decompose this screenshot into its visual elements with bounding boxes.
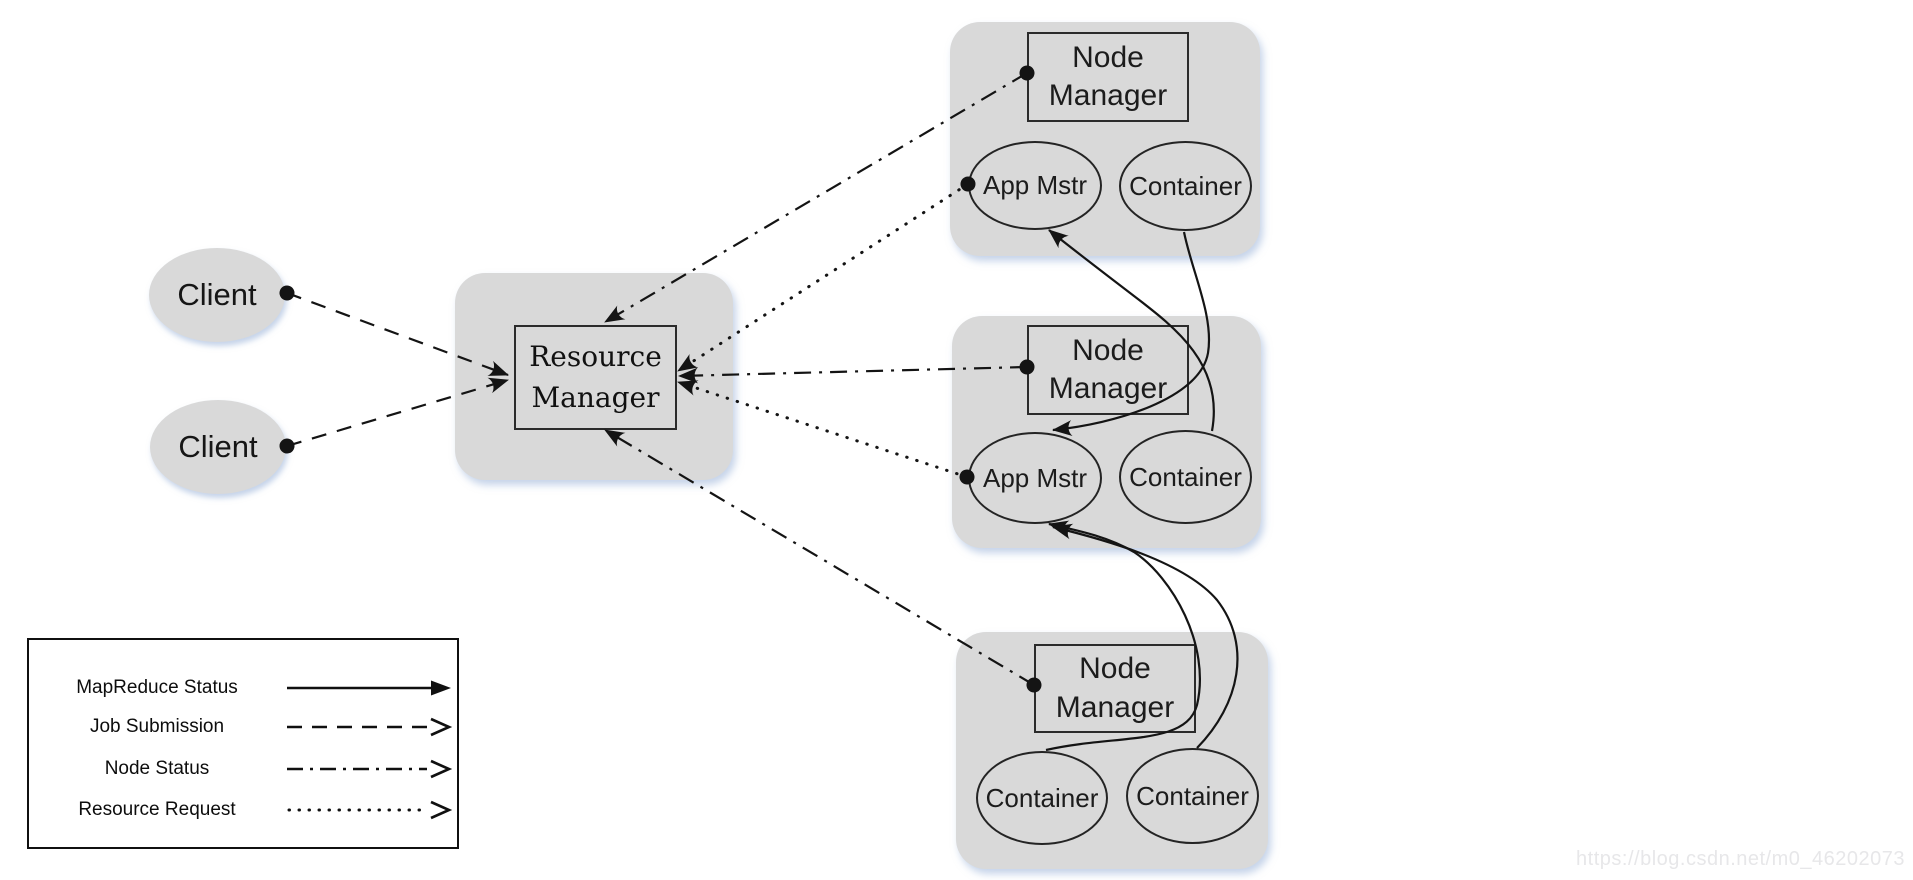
dotted-arrow-line-icon xyxy=(287,800,453,820)
app-mstr-label: App Mstr xyxy=(982,170,1088,200)
legend-label: Node Status xyxy=(104,758,210,779)
node-manager-label: Node Manager xyxy=(1055,652,1175,724)
container-ellipse-3: Container xyxy=(976,751,1108,845)
legend-label: Resource Request xyxy=(78,799,236,820)
container-ellipse-2: Container xyxy=(1119,430,1252,524)
legend-row-resource-request: Resource Request xyxy=(29,797,457,823)
node-manager-box-1: Node Manager xyxy=(1027,32,1189,122)
client-label: Client xyxy=(177,277,257,312)
node-manager-label: Node Manager xyxy=(1048,333,1168,405)
client-ellipse-2: Client xyxy=(150,400,286,494)
resource-manager-label: Resource Manager xyxy=(529,339,662,414)
container-ellipse-4: Container xyxy=(1126,748,1259,844)
legend-row-mapreduce-status: MapReduce Status xyxy=(29,675,457,701)
container-label: Container xyxy=(1129,170,1242,201)
dashed-arrow-line-icon xyxy=(287,717,453,737)
legend: MapReduce Status Job Submission Node Sta… xyxy=(27,638,459,849)
node-manager-box-3: Node Manager xyxy=(1034,644,1196,733)
app-mstr-ellipse-2: App Mstr xyxy=(968,432,1102,524)
legend-label: Job Submission xyxy=(89,716,225,737)
container-label: Container xyxy=(1136,780,1249,811)
legend-row-job-submission: Job Submission xyxy=(29,714,457,740)
container-label: Container xyxy=(985,782,1099,813)
node-manager-box-2: Node Manager xyxy=(1027,325,1189,415)
watermark: https://blog.csdn.net/m0_46202073 xyxy=(1576,848,1905,870)
solid-arrow-line-icon xyxy=(287,680,451,696)
client-label: Client xyxy=(178,429,258,464)
app-mstr-ellipse-1: App Mstr xyxy=(968,141,1102,230)
legend-row-node-status: Node Status xyxy=(29,756,457,782)
dash-dot-arrow-line-icon xyxy=(287,759,453,779)
resource-manager-box: Resource Manager xyxy=(514,325,677,430)
app-mstr-label: App Mstr xyxy=(982,462,1088,493)
container-ellipse-1: Container xyxy=(1119,141,1252,231)
container-label: Container xyxy=(1129,461,1242,492)
client-ellipse-1: Client xyxy=(149,248,285,342)
legend-label: MapReduce Status xyxy=(76,677,238,698)
node-manager-label: Node Manager xyxy=(1048,40,1168,112)
